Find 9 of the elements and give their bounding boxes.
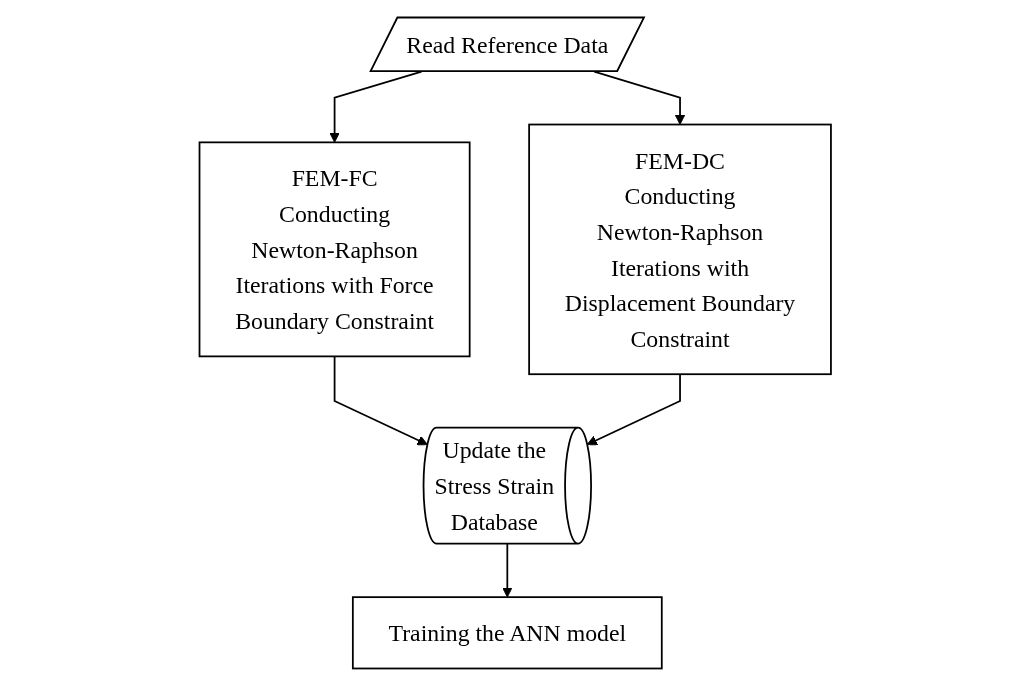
arrow: [329, 70, 423, 143]
arrow: [593, 70, 686, 125]
arrow: [501, 542, 513, 598]
node-box: FEM-DC Conducting Newton-Raphson Iterations with Displacement Boundary Constraint: [528, 123, 832, 375]
arrow: [333, 355, 428, 445]
arrow: [586, 372, 681, 445]
node-text: Update the Stress Strain Database: [434, 436, 554, 534]
node-box: Training the ANN model: [351, 595, 663, 669]
node-box: FEM-FC Conducting Newton-Raphson Iterations with Force Boundary Constraint: [198, 140, 471, 357]
